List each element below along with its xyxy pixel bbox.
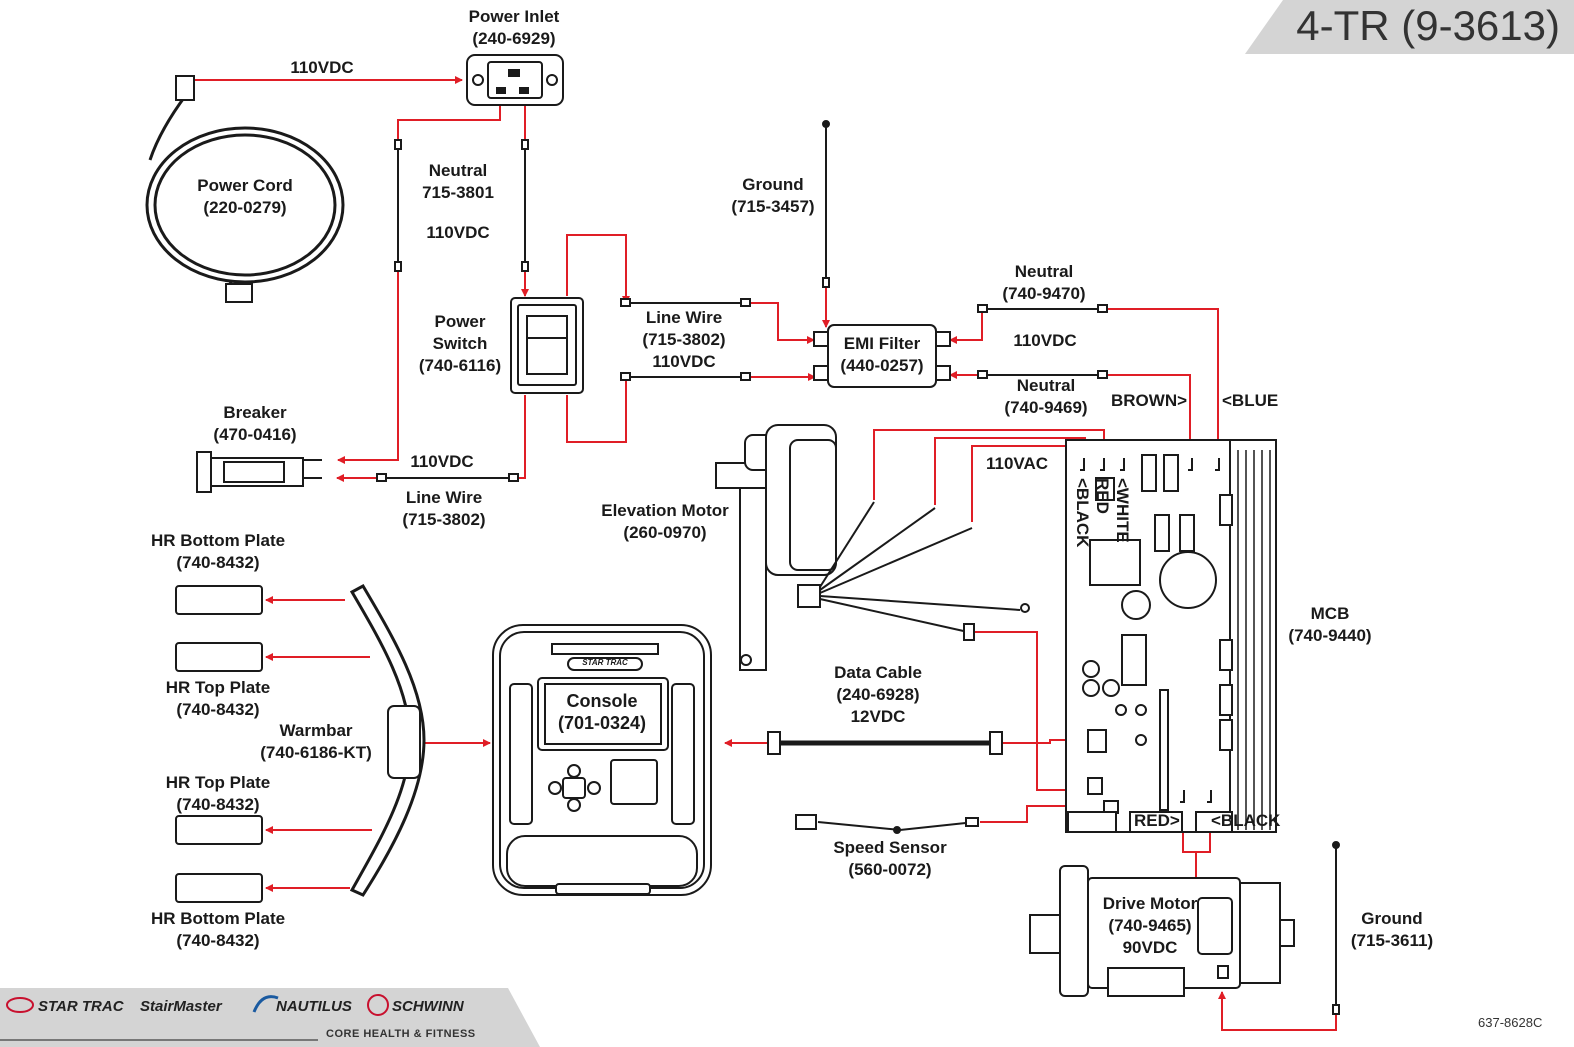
vac-label: 110VAC [986,454,1049,473]
wire-emi-neutral1 [949,310,983,344]
mcb-label: MCB(740-9440) [1288,604,1372,645]
black-out-label: <BLACK [1211,811,1281,830]
console-logo: STAR TRAC [582,658,628,667]
drive-motor-label: Drive Motor(740-9465)90VDC [1102,893,1198,959]
hr-top-plate-upper-label: HR Top Plate(740-8432) [165,678,271,719]
wire-line-emi-top [748,302,815,344]
wire-switch-loop-top [566,234,630,304]
neutral-740-9470-label: Neutral(740-9470) [1002,262,1086,303]
wire-switch-loop-bottom [566,377,627,443]
wire-mcb-blue [1105,308,1222,456]
wire-ground-drive [1218,991,1337,1031]
warmbar-illustration [349,583,426,897]
elevation-motor-label: Elevation Motor(260-0970) [601,501,729,542]
line-wire-top-label: Line Wire(715-3802)110VDC [642,308,726,371]
page-title: 4-TR (9-3613) [1296,2,1560,49]
ground-top-label: Ground(715-3457) [731,175,815,216]
brand-schwinn: SCHWINN [392,998,464,1015]
console-illustration [492,624,712,896]
data-cable-label: Data Cable(240-6928)12VDC [834,663,922,726]
emi-filter-illustration [813,324,951,388]
wire-inlet-neutral [337,95,501,464]
title-banner [1245,0,1574,54]
power-cord-label: Power Cord(220-0279) [197,176,293,217]
blue-wire-label: <BLUE [1222,391,1279,410]
document-number: 637-8628C [1478,1015,1543,1030]
breaker-label: Breaker(470-0416) [213,403,297,444]
emi-filter-label: EMI Filter(440-0257) [840,334,924,375]
neutral-715-3801-voltage: 110VDC [426,223,490,242]
hr-bottom-plate-bottom-label: HR Bottom Plate(740-8432) [150,909,286,950]
company-name: CORE HEALTH & FITNESS [326,1028,476,1040]
warmbar-label: Warmbar(740-6186-KT) [260,721,372,762]
power-inlet-label: Power Inlet(240-6929) [468,7,560,48]
elevation-motor-illustration [715,424,1030,671]
white-wire-label: <WHITE [1113,478,1132,543]
emi-out-voltage-label: 110VDC [1013,331,1077,350]
breaker-illustration [196,451,322,493]
brand-stairmaster: StairMaster [140,998,222,1015]
power-cord-illustration [145,75,345,303]
hr-bottom-plate-top-label: HR Bottom Plate(740-8432) [150,531,286,572]
hr-plates [175,585,263,903]
speed-sensor-label: Speed Sensor(560-0072) [833,838,947,879]
power-switch-illustration [510,297,584,394]
brown-wire-label: BROWN> [1111,391,1188,410]
brand-star-trac: STAR TRAC [38,998,124,1015]
wire-speed-mcb [980,802,1099,823]
power-inlet-illustration [466,54,564,106]
breaker-voltage-label: 110VDC [410,452,474,471]
red-wire-vertical-label: RED [1093,478,1112,514]
console-label: Console(701-0324) [557,691,647,733]
ground-bottom-label: Ground(715-3611) [1350,909,1434,950]
wire-mcb-brown [1105,374,1194,456]
brand-footer-band [0,988,540,1047]
neutral-740-9469-label: Neutral(740-9469) [1004,376,1088,417]
wire-elev-mcb [975,631,1084,794]
red-out-label: RED> [1134,811,1180,830]
brand-nautilus: NAUTILUS [276,998,352,1015]
line-wire-bottom-label: Line Wire(715-3802) [402,488,486,529]
cord-voltage-label: 110VDC [290,58,354,77]
black-wire-vertical-label: <BLACK [1073,478,1092,548]
mcb-illustration [1065,439,1277,833]
hr-top-plate-lower-label: HR Top Plate(740-8432) [165,773,271,814]
